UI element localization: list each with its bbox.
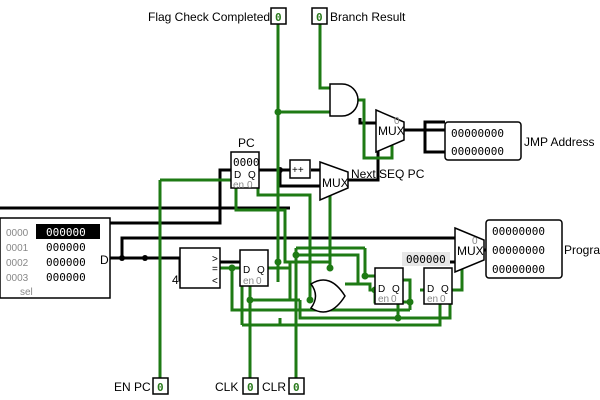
rom-val-1: 000000: [46, 241, 86, 254]
ff1-q: Q: [257, 265, 265, 276]
mux-const-value: 000000: [406, 253, 446, 266]
rom-addr-2: 0002: [6, 258, 29, 269]
incrementer: ++: [289, 159, 311, 179]
rom-addr-0: 0000: [6, 228, 29, 239]
branch-result-value: 0: [316, 11, 323, 24]
incrementer-label: ++: [292, 165, 304, 176]
mux-top-sel: 0: [394, 116, 400, 127]
branch-result-pin[interactable]: 0 Branch Result: [311, 7, 406, 25]
and-gate: [329, 83, 359, 117]
clk-value: 0: [247, 381, 254, 394]
clk-label: CLK: [215, 380, 238, 394]
cmp-width: 4: [172, 273, 179, 287]
clr-value: 0: [293, 381, 300, 394]
rom-memory: 0000 0001 0002 0003 000000 000000 000000…: [0, 217, 111, 299]
flipflop-1: D Q en 0: [239, 249, 269, 287]
ff3-zero: 0: [440, 294, 446, 305]
pc-zero: 0: [247, 180, 253, 191]
jmp-address-row2: 00000000: [451, 145, 504, 158]
ff1-d: D: [243, 265, 250, 276]
program-row3: 00000000: [492, 263, 545, 276]
en-pc-label: EN PC: [114, 380, 151, 394]
program-output: 00000000 00000000 00000000 Program: [485, 219, 600, 279]
cmp-lt: <: [212, 276, 218, 287]
flag-check-value: 0: [275, 11, 282, 24]
flag-check-label: Flag Check Completed: [148, 10, 270, 24]
signal-wires: [158, 22, 464, 380]
cmp-gt: >: [212, 254, 218, 265]
jmp-address-input[interactable]: 00000000 00000000 JMP Address: [444, 121, 594, 161]
pc-title: PC: [238, 136, 255, 150]
ff2-d: D: [378, 284, 385, 295]
rom-val-0: 000000: [46, 226, 86, 239]
mux-next-seq: MUX Next SEQ PC: [319, 160, 425, 202]
mux-constant: 000000: [402, 252, 450, 266]
mux-top: 0 MUX: [375, 108, 405, 154]
comparator: > = < 4: [172, 247, 221, 289]
ff2-en: en: [378, 294, 389, 305]
mux-prog-sel: 0: [472, 236, 478, 247]
pc-register: PC 0000 D Q en 0: [230, 136, 260, 191]
rom-val-2: 000000: [46, 256, 86, 269]
next-seq-pc-label: Next SEQ PC: [351, 167, 425, 181]
d-label: D: [100, 253, 109, 267]
en-pc-value: 0: [157, 381, 164, 394]
ff3-d: D: [427, 284, 434, 295]
pc-value: 0000: [233, 156, 260, 169]
clr-label: CLR: [262, 380, 286, 394]
or-gate: [309, 279, 346, 313]
ff2-q: Q: [392, 284, 400, 295]
mux-prog-label: MUX: [457, 244, 484, 258]
program-row1: 00000000: [492, 225, 545, 238]
clr-pin[interactable]: CLR 0: [262, 377, 305, 395]
branch-result-label: Branch Result: [330, 10, 406, 24]
flipflop-2: D Q en 0: [374, 267, 404, 305]
rom-sel-label: sel: [20, 287, 33, 298]
ff1-zero: 0: [256, 276, 262, 287]
ff2-zero: 0: [391, 294, 397, 305]
program-row2: 00000000: [492, 244, 545, 257]
pc-d: D: [234, 170, 241, 181]
flag-check-pin[interactable]: Flag Check Completed 0: [148, 7, 287, 25]
program-label: Program: [564, 243, 600, 257]
clk-pin[interactable]: CLK 0: [215, 377, 259, 395]
rom-selected-row: [36, 224, 100, 239]
ff1-en: en: [243, 276, 254, 287]
ff3-en: en: [427, 294, 438, 305]
mux-mid-label: MUX: [322, 176, 349, 190]
en-pc-pin[interactable]: EN PC 0: [114, 377, 169, 395]
rom-val-3: 000000: [46, 271, 86, 284]
rom-addr-1: 0001: [6, 243, 29, 254]
pc-en: en: [233, 180, 244, 191]
pc-q: Q: [248, 170, 256, 181]
mux-top-label: MUX: [378, 124, 405, 138]
ff3-q: Q: [441, 284, 449, 295]
jmp-address-label: JMP Address: [524, 135, 594, 149]
rom-addr-3: 0003: [6, 273, 29, 284]
flipflop-3: D Q en 0: [423, 267, 453, 305]
mux-program: 0 MUX: [454, 226, 485, 274]
cmp-eq: =: [212, 264, 218, 275]
jmp-address-row1: 00000000: [451, 127, 504, 140]
